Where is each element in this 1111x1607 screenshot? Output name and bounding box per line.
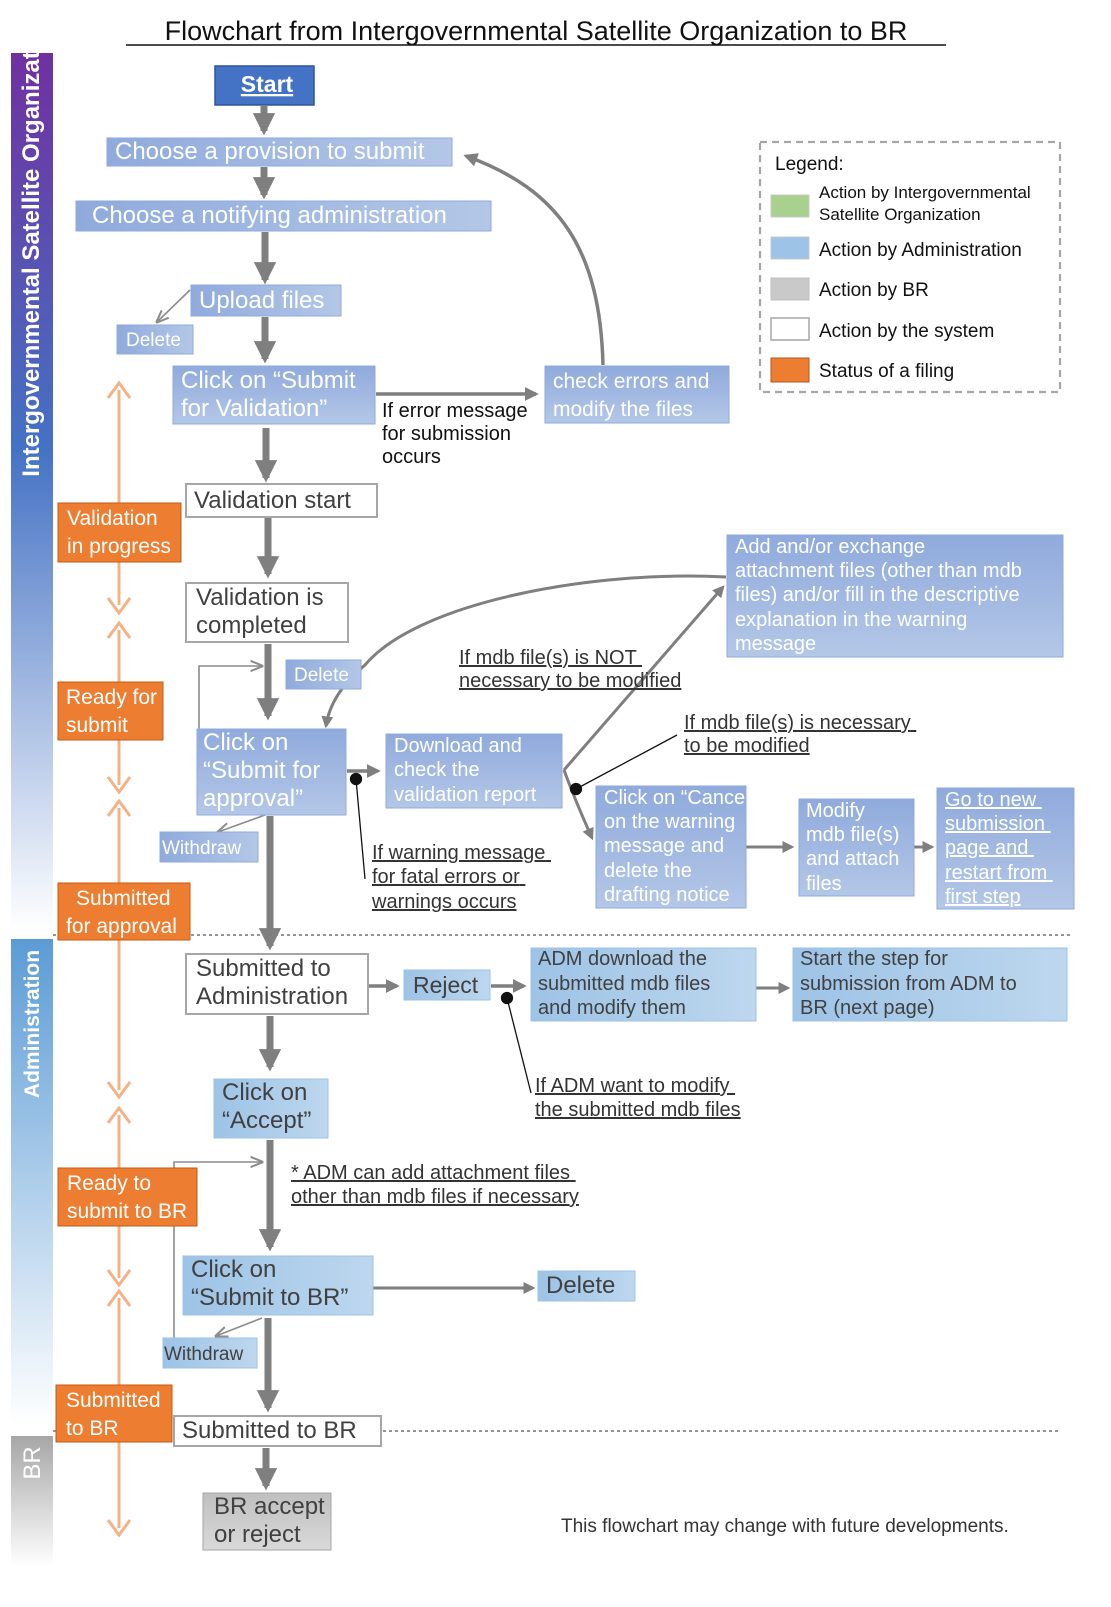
accept-button[interactable]: Click on “Accept” <box>213 1078 329 1139</box>
node-adm-download[interactable]: ADM download the submitted mdb files and… <box>530 947 757 1022</box>
node-start[interactable]: Start <box>214 65 315 106</box>
node-choose-provision[interactable]: Choose a provision to submit <box>106 137 453 167</box>
status-badge: Validation in progress <box>57 502 182 563</box>
choose-provision-label: Choose a provision to submit <box>115 138 425 165</box>
legend-swatch-status <box>770 357 810 383</box>
lane-igo-label: Intergovernmental Satellite Organization <box>18 15 45 476</box>
check-errors-label: check errors and modify the files <box>553 370 715 421</box>
modify-mdb-label: Modify mdb file(s) and attach files <box>806 800 905 895</box>
delete-label: Delete <box>294 665 349 686</box>
node-check-errors[interactable]: check errors and modify the files <box>544 365 730 424</box>
lane-adm-label: Administration <box>21 950 44 1098</box>
adm-attach-note: * ADM can add attachment files other tha… <box>291 1162 579 1208</box>
submit-validation-label: Click on “Submit for Validation” <box>181 367 362 422</box>
status-badge: Submitted for approval <box>57 882 191 941</box>
withdraw-button[interactable]: Withdraw <box>159 831 259 863</box>
start-step-label: Start the step for submission from ADM t… <box>800 948 1022 1019</box>
delete-button[interactable]: Delete <box>116 324 194 355</box>
legend-label-adm: Action by Administration <box>819 240 1022 261</box>
withdraw-label: Withdraw <box>164 1344 243 1365</box>
legend-swatch-igo <box>770 194 810 218</box>
node-go-new-submission[interactable]: Go to new submission page and restart fr… <box>936 787 1075 910</box>
submitted-admin-label: Submitted to Administration <box>196 955 348 1010</box>
delete-button[interactable]: Delete <box>285 659 362 690</box>
adm-modify-note: If ADM want to modify the submitted mdb … <box>535 1075 741 1121</box>
status-label: Submitted for approval <box>66 887 177 938</box>
legend-label-system: Action by the system <box>819 321 994 342</box>
status-label: Submitted to BR <box>66 1389 166 1440</box>
warning-message-note: If warning message for fatal errors or w… <box>371 842 551 913</box>
upload-files-label: Upload files <box>199 287 324 314</box>
withdraw-label: Withdraw <box>162 838 241 859</box>
legend-frame <box>758 140 1062 394</box>
legend-swatch-system <box>770 317 810 341</box>
node-submitted-admin: Submitted to Administration <box>185 953 369 1015</box>
delete-button[interactable]: Delete <box>537 1270 636 1302</box>
lane-igo <box>11 53 53 931</box>
node-br-accept[interactable]: BR accept or reject <box>202 1492 332 1551</box>
node-add-exchange[interactable]: Add and/or exchange attachment files (ot… <box>726 534 1064 658</box>
submitted-br-label: Submitted to BR <box>182 1417 357 1444</box>
legend-swatch-adm <box>770 236 810 260</box>
lane-br-label: BR <box>19 1446 46 1479</box>
status-label: Ready for submit <box>66 686 163 737</box>
mdb-not-necessary-note: If mdb file(s) is NOT necessary to be mo… <box>459 647 681 692</box>
page-title: Flowchart from Intergovernmental Satelli… <box>165 16 908 46</box>
legend-label-status: Status of a filing <box>819 361 954 382</box>
node-start-step[interactable]: Start the step for submission from ADM t… <box>792 947 1068 1022</box>
click-cancel-label: Click on “Cancel” on the warning message… <box>604 787 762 906</box>
legend-label-br: Action by BR <box>819 280 929 301</box>
legend-swatch-br <box>770 277 810 301</box>
main-arrows <box>252 106 282 1491</box>
adm-download-label: ADM download the submitted mdb files and… <box>538 948 716 1019</box>
node-upload-files[interactable]: Upload files <box>190 284 342 317</box>
submit-to-br-label: Click on “Submit to BR” <box>191 1256 348 1311</box>
reject-button[interactable]: Reject <box>403 969 491 1001</box>
br-accept-label: BR accept or reject <box>214 1493 331 1548</box>
reject-label: Reject <box>413 972 479 998</box>
branch-arrows <box>321 153 935 1294</box>
delete-label: Delete <box>546 1272 615 1299</box>
choose-admin-label: Choose a notifying administration <box>92 202 447 229</box>
submit-approval-label: Click on “Submit for approval” <box>203 729 327 812</box>
legend-heading: Legend: <box>775 154 844 175</box>
status-label: Ready to submit to BR <box>67 1172 187 1223</box>
node-validation-completed: Validation is completed <box>185 582 349 643</box>
status-badge: Ready for submit <box>57 681 164 741</box>
error-message-note: If error message for submission occurs <box>382 400 533 468</box>
node-modify-mdb[interactable]: Modify mdb file(s) and attach files <box>798 798 915 897</box>
footer-note: This flowchart may change with future de… <box>561 1516 1009 1537</box>
status-badge: Submitted to BR <box>55 1384 173 1443</box>
node-click-cancel[interactable]: Click on “Cancel” on the warning message… <box>595 785 762 909</box>
go-new-submission-link[interactable]: Go to new submission page and restart fr… <box>945 789 1053 908</box>
node-submit-approval[interactable]: Click on “Submit for approval” <box>196 728 347 816</box>
add-exchange-label: Add and/or exchange attachment files (ot… <box>735 536 1027 655</box>
accept-label: Click on “Accept” <box>222 1079 314 1134</box>
node-choose-admin[interactable]: Choose a notifying administration <box>75 200 492 232</box>
validation-start-label: Validation start <box>194 487 351 514</box>
delete-label: Delete <box>126 330 181 351</box>
node-submitted-br: Submitted to BR <box>173 1415 382 1447</box>
download-check-label: Download and check the validation report <box>394 735 537 806</box>
status-label: Validation in progress <box>67 507 171 558</box>
submit-to-br-button[interactable]: Click on “Submit to BR” <box>182 1255 374 1316</box>
mdb-necessary-note: If mdb file(s) is necessary to be modifi… <box>684 712 916 757</box>
lane-br <box>11 1436 53 1566</box>
node-download-check[interactable]: Download and check the validation report <box>385 733 563 809</box>
withdraw-button[interactable]: Withdraw <box>162 1337 258 1369</box>
validation-completed-label: Validation is completed <box>196 584 330 639</box>
pointer-lines <box>349 734 678 1094</box>
node-validation-start: Validation start <box>185 483 378 518</box>
node-submit-validation[interactable]: Click on “Submit for Validation” <box>172 365 376 425</box>
status-badge: Ready to submit to BR <box>57 1167 198 1227</box>
lane-adm <box>11 939 53 1426</box>
start-label: Start <box>241 71 294 97</box>
